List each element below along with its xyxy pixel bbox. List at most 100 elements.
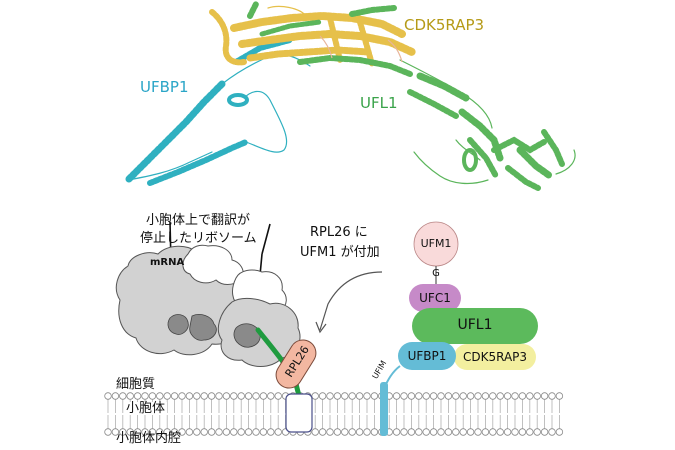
complex-structure — [124, 1, 576, 191]
lipid-head — [178, 392, 186, 400]
ufbp1-anchor — [380, 365, 401, 436]
lipid-head — [392, 428, 401, 436]
lipid-head — [267, 428, 275, 436]
ufl1-ribbon — [247, 1, 576, 191]
mrna-label: mRNA — [150, 257, 185, 268]
ufmylation-arrow — [315, 271, 383, 334]
cdk5rap3-pill — [454, 344, 536, 370]
lipid-head — [466, 428, 475, 436]
lipid-head — [526, 392, 534, 400]
lipid-head — [141, 392, 149, 400]
cdk5rap3-label: CDK5RAP3 — [462, 350, 528, 364]
lipid-head — [407, 392, 416, 400]
lipid-head — [533, 392, 541, 400]
lipid-head — [415, 428, 423, 436]
lipid-head — [503, 428, 512, 436]
lipid-head — [518, 392, 527, 400]
lipid-head — [444, 392, 453, 400]
lipid-head — [548, 428, 556, 436]
lipid-head — [355, 428, 364, 436]
lipid-head — [555, 392, 564, 400]
lipid-head — [237, 392, 245, 400]
lipid-head — [104, 392, 112, 400]
cytoplasm-label: 細胞質 — [116, 377, 156, 392]
lipid-head — [259, 392, 268, 400]
lipid-head — [496, 392, 504, 400]
lipid-head — [503, 392, 512, 400]
lipid-head — [370, 428, 379, 436]
lipid-head — [230, 392, 238, 400]
lipid-head — [311, 392, 319, 400]
lipid-head — [392, 392, 401, 400]
lipid-head — [207, 392, 216, 400]
lipid-head — [170, 428, 179, 436]
lipid-head — [540, 392, 549, 400]
lipid-head — [185, 392, 194, 400]
lipid-head — [533, 428, 541, 436]
lipid-head — [341, 392, 349, 400]
lipid-head — [163, 392, 171, 400]
lipid-head — [363, 392, 371, 400]
lipid-head — [274, 428, 282, 436]
lipid-head — [407, 428, 416, 436]
lipid-head — [104, 428, 112, 436]
lipid-head — [111, 428, 120, 436]
lipid-head — [244, 428, 253, 436]
lipid-head — [148, 392, 157, 400]
lipid-head — [459, 428, 467, 436]
lipid-head — [156, 392, 164, 400]
ufbp1-structure-label: UFBP1 — [140, 78, 189, 96]
lipid-head — [193, 392, 201, 400]
lipid-head — [540, 428, 549, 436]
ufc1-label: UFC1 — [419, 291, 451, 305]
lipid-head — [200, 392, 208, 400]
lipid-head — [422, 392, 430, 400]
lipid-head — [474, 428, 482, 436]
lipid-head — [326, 428, 334, 436]
translocon — [285, 393, 313, 433]
cdk5rap3-structure-label: CDK5RAP3 — [404, 16, 485, 34]
lipid-head — [252, 428, 260, 436]
ufbp1-label: UFBP1 — [407, 349, 447, 363]
lipid-head — [170, 392, 179, 400]
lipid-head — [111, 392, 120, 400]
g-label: G — [432, 268, 440, 279]
lipid-head — [193, 428, 201, 436]
lipid-head — [481, 428, 490, 436]
lipid-head — [318, 392, 327, 400]
er-lumen-label: 小胞体内腔 — [116, 431, 182, 446]
lipid-head — [555, 428, 564, 436]
lipid-head — [496, 428, 504, 436]
rpl26-caption-line2: UFM1 が付加 — [300, 245, 380, 260]
lipid-head — [363, 428, 371, 436]
lipid-head — [429, 392, 438, 400]
ribosome-caption-line1: 小胞体上で翻訳が — [146, 213, 251, 228]
lipid-head — [348, 428, 356, 436]
lipid-head — [267, 392, 275, 400]
lipid-head — [119, 428, 127, 436]
lipid-head — [230, 428, 238, 436]
lipid-head — [370, 392, 379, 400]
rpl26-caption-line1: RPL26 に — [310, 225, 368, 240]
connector-strands — [319, 35, 403, 63]
lipid-head — [481, 392, 490, 400]
lipid-head — [215, 392, 223, 400]
lipid-head — [452, 428, 460, 436]
lipid-head — [444, 428, 453, 436]
lipid-head — [437, 392, 445, 400]
lipid-head — [466, 392, 475, 400]
ufbp1-pill — [398, 342, 456, 370]
ufc1-pill — [409, 284, 461, 312]
lipid-head — [333, 392, 342, 400]
lipid-head — [548, 392, 556, 400]
lipid-head — [252, 392, 260, 400]
lipid-head — [459, 392, 467, 400]
lipid-head — [133, 428, 142, 436]
lipid-head — [400, 392, 408, 400]
lipid-head — [126, 392, 134, 400]
lipid-head — [489, 428, 497, 436]
ufm1-label: UFM1 — [420, 237, 452, 250]
ribosome — [115, 244, 301, 367]
lipid-head — [489, 392, 497, 400]
